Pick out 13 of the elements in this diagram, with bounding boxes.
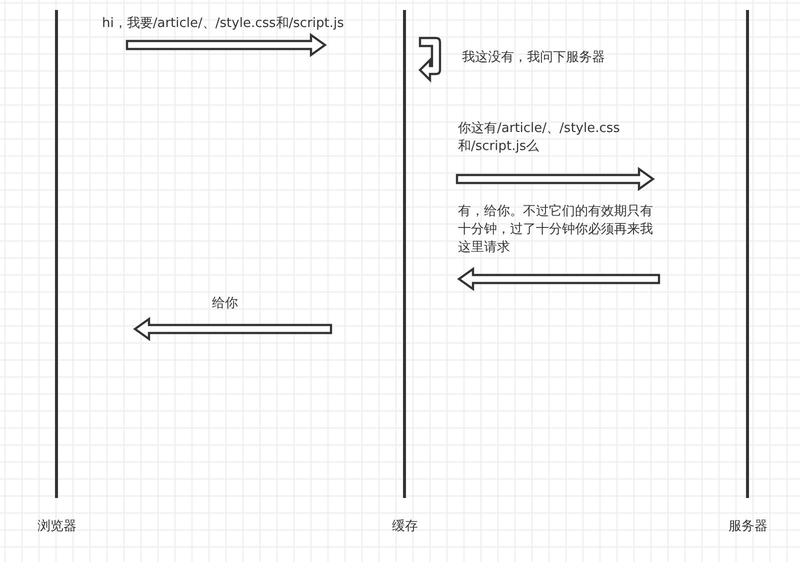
- edge-label: 我这没有，我问下服务器: [462, 49, 606, 67]
- arrow: [457, 266, 660, 292]
- edge-label: 有，给你。不过它们的有效期只有十分钟，过了十分钟你必须再来我这里请求: [458, 203, 654, 257]
- arrow: [418, 36, 442, 82]
- lifeline-label: 缓存: [392, 518, 418, 535]
- edge-label: hi，我要/article/、/style.css和/script.js: [102, 15, 345, 33]
- arrow: [456, 166, 655, 192]
- arrow: [133, 316, 332, 342]
- edge-label: 你这有/article/、/style.css和/script.js么: [458, 120, 621, 156]
- lifeline-label: 浏览器: [38, 518, 76, 535]
- arrow: [126, 32, 327, 58]
- lifeline-label: 服务器: [728, 518, 768, 535]
- edge-label: 给你: [212, 295, 239, 313]
